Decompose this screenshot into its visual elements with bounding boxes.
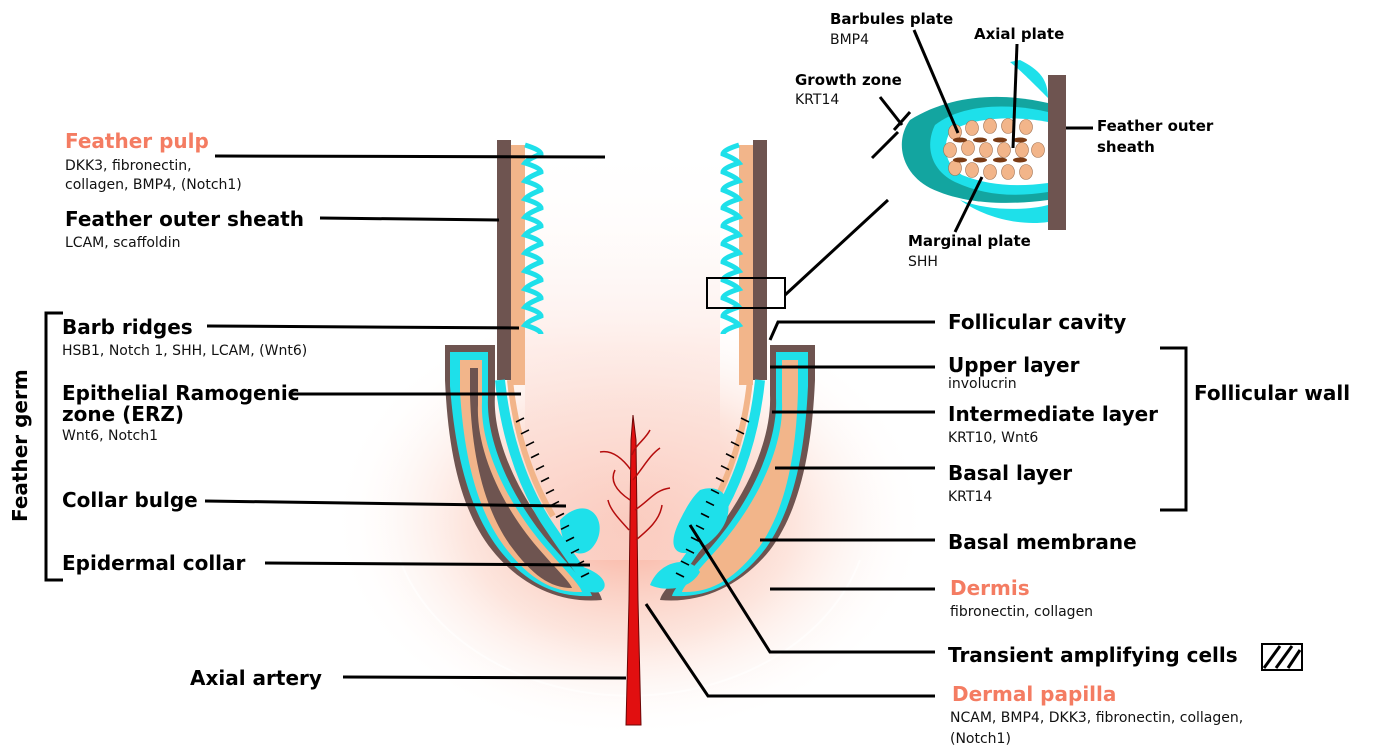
axial-plate-cell	[1013, 158, 1027, 163]
axial-plate-cell	[993, 158, 1007, 163]
marginal-plate-markers: SHH	[908, 254, 938, 270]
barbule-cell	[980, 143, 993, 158]
inset-barb-ridge	[902, 60, 1066, 230]
feather-pulp-title: Feather pulp	[65, 129, 209, 153]
axial-plate-cell	[973, 158, 987, 163]
barbule-cell	[1002, 165, 1015, 180]
barb-ridges-markers: HSB1, Notch 1, SHH, LCAM, (Wnt6)	[62, 343, 307, 359]
dermis-markers: fibronectin, collagen	[950, 604, 1093, 620]
inset-outer-sheath-title-1: Feather outer	[1097, 117, 1214, 135]
barbules-plate-title: Barbules plate	[830, 10, 953, 28]
barbule-cell	[998, 143, 1011, 158]
upper-layer-markers: involucrin	[948, 376, 1017, 392]
barbule-cell	[944, 143, 957, 158]
transient-cells-title: Transient amplifying cells	[948, 643, 1238, 667]
marginal-plate-title: Marginal plate	[908, 232, 1031, 250]
barbule-cell	[966, 163, 979, 178]
barbule-cell	[984, 119, 997, 134]
axial-artery-title: Axial artery	[190, 666, 322, 690]
follicular-wall-bracket	[1160, 348, 1186, 510]
barbule-cell	[1020, 120, 1033, 135]
barbule-cell	[962, 141, 975, 156]
intermediate-layer-markers: KRT10, Wnt6	[948, 430, 1038, 446]
barbule-cell	[1016, 143, 1029, 158]
growth-zone-markers: KRT14	[795, 92, 839, 108]
erz-title-2: zone (ERZ)	[62, 402, 184, 426]
follicular-wall-title: Follicular wall	[1194, 381, 1350, 405]
collar-bulge-title: Collar bulge	[62, 488, 198, 512]
barbule-cell	[984, 165, 997, 180]
axial-plate-cell	[1013, 138, 1027, 143]
basal-membrane-title: Basal membrane	[948, 530, 1137, 554]
outer-sheath-markers: LCAM, scaffoldin	[65, 235, 180, 251]
dermis-title: Dermis	[950, 576, 1030, 600]
feather-germ-title: Feather germ	[8, 369, 32, 522]
transient-cells-legend-swatch	[1262, 644, 1302, 670]
axial-plate-cell	[953, 158, 967, 163]
outer-sheath-title: Feather outer sheath	[65, 207, 304, 231]
epidermal-collar-title: Epidermal collar	[62, 551, 246, 575]
barbules-plate-markers: BMP4	[830, 32, 869, 48]
barbule-cell	[966, 121, 979, 136]
upper-layer-title: Upper layer	[948, 353, 1080, 377]
feather-pulp-markers-2: collagen, BMP4, (Notch1)	[65, 177, 242, 193]
follicular-cavity-title: Follicular cavity	[948, 310, 1126, 334]
barbule-cell	[1032, 143, 1045, 158]
intermediate-layer-title: Intermediate layer	[948, 402, 1158, 426]
barbule-cell	[1020, 165, 1033, 180]
feather-pulp-markers-1: DKK3, fibronectin,	[65, 158, 192, 174]
basal-layer-title: Basal layer	[948, 461, 1072, 485]
basal-layer-markers: KRT14	[948, 489, 992, 505]
feather-germ-bracket	[46, 313, 63, 580]
axial-plate-cell	[953, 138, 967, 143]
dermal-papilla-markers-1: NCAM, BMP4, DKK3, fibronectin, collagen,	[950, 710, 1243, 726]
barb-ridges-title: Barb ridges	[62, 315, 193, 339]
dermal-papilla-markers-2: (Notch1)	[950, 731, 1011, 747]
axial-plate-cell	[993, 138, 1007, 143]
growth-zone-title: Growth zone	[795, 71, 902, 89]
dermal-papilla-title: Dermal papilla	[952, 682, 1116, 706]
barbule-cell	[949, 161, 962, 176]
axial-plate-title: Axial plate	[974, 25, 1064, 43]
inset-outer-sheath-title-2: sheath	[1097, 138, 1155, 156]
axial-plate-cell	[973, 138, 987, 143]
erz-markers: Wnt6, Notch1	[62, 428, 158, 444]
